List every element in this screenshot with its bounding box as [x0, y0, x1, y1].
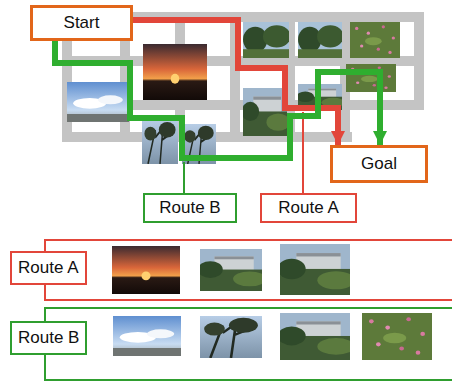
goal-box: Goal	[330, 145, 428, 183]
label-text: Route A	[278, 199, 339, 218]
bracket	[45, 308, 452, 380]
street-photos	[67, 22, 400, 164]
photo-forest	[243, 22, 291, 58]
label-text: Route B	[159, 199, 220, 218]
photo-sunset	[143, 44, 207, 100]
leader-line	[183, 162, 185, 193]
photo-sunset	[112, 246, 180, 294]
start-box: Start	[30, 5, 133, 41]
photo-sky	[67, 82, 129, 122]
route-label: Route B	[143, 193, 237, 223]
route-arrow	[55, 41, 380, 158]
photo-tree	[142, 120, 178, 164]
photo-building	[198, 249, 266, 291]
photo-tree	[200, 316, 262, 358]
label-text: Start	[64, 14, 100, 33]
photo-sky	[113, 316, 181, 356]
route-arrow	[133, 20, 338, 145]
label-text: Goal	[361, 155, 397, 174]
photo-forest	[298, 22, 343, 58]
leader-line	[302, 112, 304, 193]
photo-flowers	[346, 64, 396, 92]
label-text: Route B	[18, 329, 79, 348]
photo-flowers	[362, 313, 432, 360]
route-label: Route A	[10, 251, 87, 285]
route-brackets	[45, 240, 452, 380]
photo-building	[278, 313, 355, 360]
route-label: Route B	[10, 321, 87, 355]
route-photos	[112, 244, 432, 360]
photo-flowers	[350, 22, 400, 58]
route-label: Route A	[260, 193, 357, 223]
photo-building	[278, 244, 355, 295]
leader-lines	[184, 112, 303, 193]
label-text: Route A	[18, 259, 79, 278]
bracket	[45, 240, 452, 300]
